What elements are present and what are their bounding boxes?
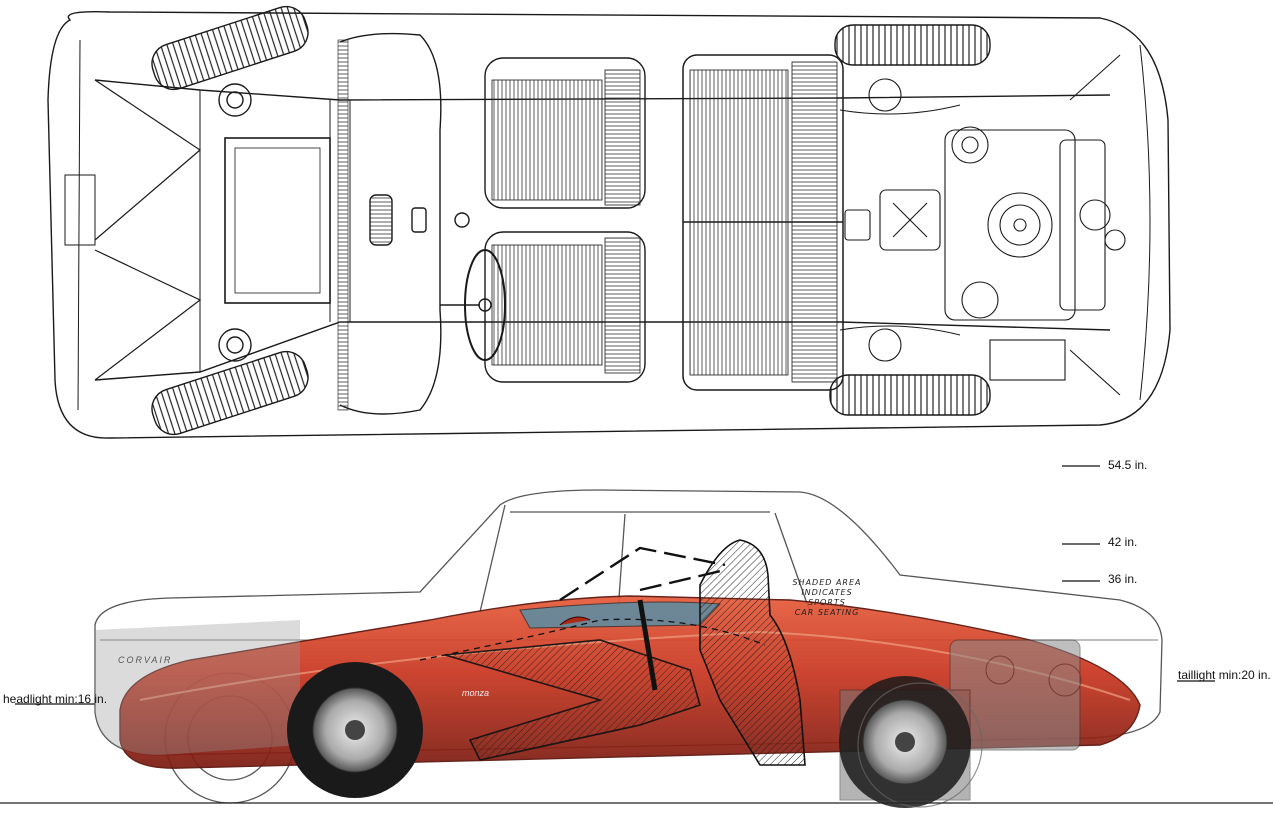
sports-car-front-wheel (287, 662, 423, 798)
shaded-note-line-2: INDICATES SPORTS (801, 588, 853, 607)
monza-badge: monza (462, 688, 490, 698)
sedan-rear-wheel-ghost (857, 682, 983, 808)
shaded-area-note: SHADED AREA INDICATES SPORTS CAR SEATING (782, 578, 872, 618)
body-outline-top (47, 10, 1171, 439)
shaded-note-line-3: CAR SEATING (794, 608, 860, 617)
firewall (339, 32, 442, 415)
height-label-54-5: 54.5 in. (1108, 458, 1148, 472)
rear-engine (839, 54, 1126, 396)
front-seat-left (484, 57, 646, 209)
rear-tire-right (829, 374, 991, 416)
seating-shaded-area (419, 539, 806, 766)
sports-car-rear-wheel (839, 676, 971, 808)
front-seat-right (484, 231, 646, 383)
front-tire-left (151, 5, 309, 91)
rear-bench-seat (682, 54, 844, 391)
front-ghost-shade (95, 620, 300, 755)
height-guides (15, 465, 1215, 705)
corvair-badge: CORVAIR (118, 655, 173, 665)
front-tire-right (151, 350, 309, 436)
shaded-note-line-1: SHADED AREA (792, 578, 862, 587)
height-label-42: 42 in. (1108, 535, 1138, 549)
sight-line (559, 546, 726, 602)
front-crossmember (224, 137, 331, 304)
rear-tire-left (834, 24, 991, 66)
steering-wheel-top (440, 249, 506, 361)
chassis-plan-view (47, 5, 1171, 439)
taillight-label: taillight min:20 in. (1178, 668, 1271, 682)
headlight-label: headlight min:16 in. (3, 692, 108, 706)
height-label-36: 36 in. (1108, 572, 1138, 586)
